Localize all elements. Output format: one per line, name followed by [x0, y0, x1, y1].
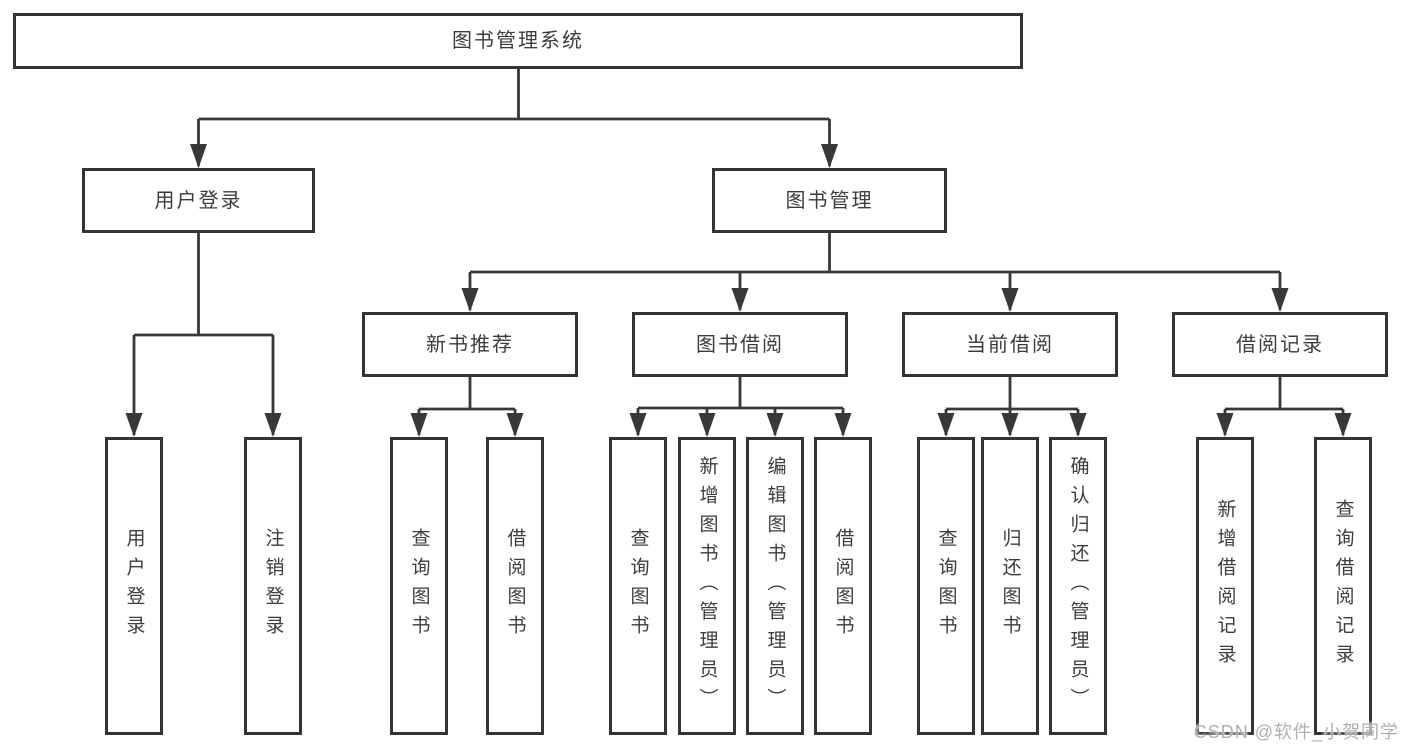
arrowhead: [264, 413, 282, 437]
leaf-logout-login: 注销登录: [244, 437, 302, 735]
node-root: 图书管理系统: [13, 13, 1023, 69]
connector-book-borrow: [636, 377, 845, 435]
arrowhead: [1334, 413, 1352, 437]
connector-new-book-recommend: [417, 377, 517, 435]
arrowhead: [506, 413, 524, 437]
connector-user-login: [132, 233, 275, 435]
leaf-confirm-return-admin: 确认归还（管理员）: [1049, 437, 1107, 735]
arrowhead: [731, 288, 749, 312]
leaf-add-books-admin: 新增图书（管理员）: [678, 437, 736, 735]
arrowhead: [821, 144, 838, 168]
connector-book-management: [468, 233, 1282, 310]
leaf-query-books-2: 查询图书: [609, 437, 667, 735]
node-book-management: 图书管理: [712, 168, 947, 233]
leaf-add-borrow-record: 新增借阅记录: [1196, 437, 1254, 735]
arrowhead: [698, 413, 716, 437]
leaf-query-books-3: 查询图书: [917, 437, 975, 735]
arrowhead: [937, 413, 955, 437]
node-current-borrow: 当前借阅: [902, 312, 1118, 377]
arrowhead: [834, 413, 852, 437]
node-new-book-recommend: 新书推荐: [362, 312, 578, 377]
arrowhead: [766, 413, 784, 437]
leaf-query-borrow-record: 查询借阅记录: [1314, 437, 1372, 735]
node-borrow-records: 借阅记录: [1172, 312, 1388, 377]
connector-root: [197, 69, 831, 166]
watermark: CSDN @软件_小贺同学: [1193, 722, 1399, 742]
leaf-borrow-books: 借阅图书: [486, 437, 544, 735]
arrowhead: [410, 413, 428, 437]
arrowhead: [1001, 413, 1019, 437]
arrowhead: [1216, 413, 1234, 437]
arrowhead: [461, 288, 479, 312]
leaf-borrow-books-2: 借阅图书: [814, 437, 872, 735]
node-user-login: 用户登录: [82, 168, 315, 233]
leaf-return-books: 归还图书: [981, 437, 1039, 735]
arrowhead: [1069, 413, 1087, 437]
arrowhead: [125, 413, 143, 437]
connector-borrow-records: [1223, 377, 1345, 435]
arrowhead: [190, 144, 207, 168]
leaf-query-books: 查询图书: [390, 437, 448, 735]
node-book-borrow: 图书借阅: [632, 312, 848, 377]
leaf-edit-books-admin: 编辑图书（管理员）: [746, 437, 804, 735]
leaf-user-login: 用户登录: [105, 437, 163, 735]
arrowhead: [629, 413, 647, 437]
arrowhead: [1001, 288, 1019, 312]
arrowhead: [1271, 288, 1289, 312]
